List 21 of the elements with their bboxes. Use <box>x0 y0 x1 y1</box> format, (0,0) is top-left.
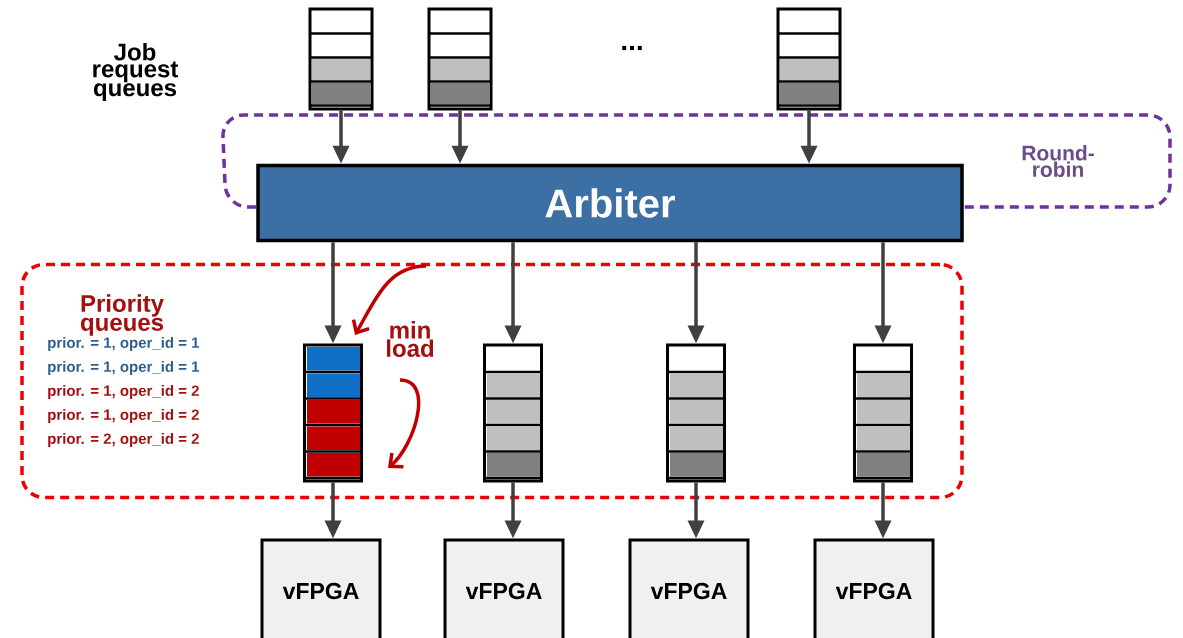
queue-icon <box>666 343 726 483</box>
queue-icon <box>308 7 374 111</box>
label-text: min load <box>387 321 434 357</box>
priority-label: prior. = 2, oper_id = 2 <box>48 433 199 447</box>
vfpga-box: vFPGA <box>628 538 750 638</box>
vfpga-box: vFPGA <box>260 538 382 638</box>
queue-icon <box>853 343 913 483</box>
arbiter-box: Arbiter <box>256 163 964 243</box>
queue-icon <box>483 343 543 483</box>
priority-label: prior. = 1, oper_id = 1 <box>48 337 200 351</box>
priority-label: prior. = 1, oper_id = 2 <box>48 385 199 399</box>
queue-icon <box>776 7 842 111</box>
ellipsis-label: ... <box>622 45 642 51</box>
vfpga-box: vFPGA <box>813 538 935 638</box>
label-text: Job request queues <box>93 42 179 102</box>
priority-label: prior. = 1, oper_id = 2 <box>48 409 199 423</box>
queue-icon <box>303 343 363 483</box>
vfpga-box: vFPGA <box>443 538 565 638</box>
priority-label: prior. = 1, oper_id = 1 <box>48 361 200 375</box>
label-text: Round-robin <box>1022 145 1094 177</box>
queue-icon <box>427 7 493 111</box>
